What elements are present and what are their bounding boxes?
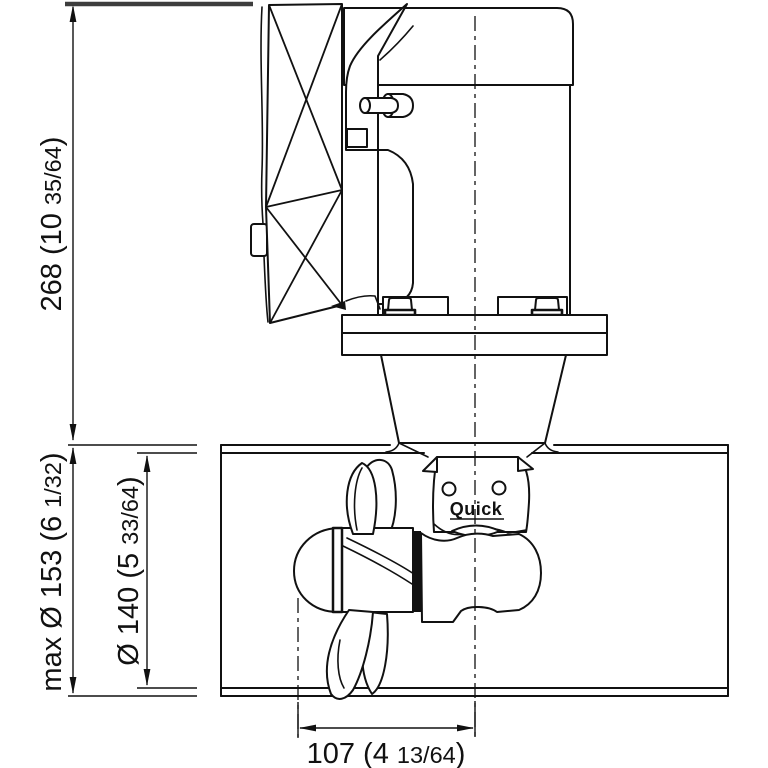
arrowhead-up (143, 455, 151, 472)
motor-pins (359, 93, 414, 118)
leg-flare-right (544, 442, 559, 453)
electronics-cover (250, 3, 381, 324)
drive-leg (380, 354, 567, 458)
blade-twist-line (353, 467, 363, 531)
dim-max-outer-diameter: max Ø 153 (6 1/32) (36, 444, 197, 697)
dimension-annotations: 268 (10 35/64) max Ø 153 (6 1/32) Ø 140 … (36, 5, 476, 768)
cover-panel (265, 3, 343, 324)
mounting-flange (341, 296, 608, 356)
cover-bottom-wedge (331, 301, 346, 310)
propeller-blade-upper-front (345, 462, 378, 535)
propeller (293, 459, 415, 700)
gear-housing-body (420, 532, 542, 623)
pin-small-cap (359, 97, 371, 114)
hatch-line (265, 206, 343, 306)
hub-blade-edge-line (342, 545, 413, 585)
dim-max-outer-diameter-label: max Ø 153 (6 1/32) (36, 452, 68, 691)
gear-bracket: Quick (422, 456, 534, 537)
hub-joint-band (331, 526, 344, 614)
cover-hatch (265, 3, 343, 324)
dim-tunnel-diameter-label: Ø 140 (5 33/64) (113, 476, 145, 665)
hatch-line (269, 189, 343, 324)
propeller-hub (337, 527, 414, 613)
gear-bracket-body (432, 456, 531, 533)
motor-bracket-plate (345, 3, 408, 151)
dim-hub-offset: 107 (4 13/64) (297, 701, 476, 768)
arrowhead-up (69, 447, 77, 464)
motor-mount-base (377, 149, 414, 305)
gear-bracket-wing-right (517, 456, 534, 472)
dim-overall-height: 268 (10 35/64) (36, 5, 77, 441)
hatch-line (265, 3, 343, 208)
bolt-head (534, 297, 560, 311)
flange-bolt-right (530, 297, 564, 317)
hatch-line (265, 189, 343, 208)
arrowhead-down (69, 424, 77, 441)
arrowhead-down (69, 677, 77, 694)
hub-housing-joint (412, 531, 421, 612)
cover-foot-curve (345, 294, 381, 310)
quick-logo: Quick (450, 499, 503, 519)
gear-bracket-wing-left (422, 456, 438, 473)
pin-small (364, 97, 399, 114)
leg-neck-right (526, 442, 546, 458)
arrowhead-up (69, 5, 77, 22)
bolt-head (387, 297, 413, 311)
cover-side-tab (250, 223, 268, 257)
leg-neck-left (398, 442, 429, 458)
terminal-block (346, 128, 368, 148)
arrowhead-down (143, 669, 151, 686)
flange-bolt-left (383, 297, 417, 317)
propeller-nose-cone (293, 527, 339, 613)
blade-twist-line (337, 639, 345, 689)
dim-tunnel-diameter: Ø 140 (5 33/64) (113, 452, 197, 689)
bracket-hole-right (491, 480, 507, 496)
hub-blade-edge-line (346, 537, 415, 575)
gear-housing (412, 531, 542, 623)
dim-hub-offset-label: 107 (4 13/64) (307, 738, 466, 768)
cover-outer-edge-lower (263, 255, 269, 323)
propeller-blade-lower-front (325, 609, 374, 700)
leg-flare-left (385, 442, 400, 453)
dim-overall-height-label: 268 (10 35/64) (36, 137, 68, 312)
hatch-line (268, 4, 343, 191)
bracket-hole-left (441, 481, 457, 497)
arrowhead-right (457, 724, 474, 732)
bracket-inner-curve (379, 25, 414, 61)
leg-trapezoid (380, 354, 567, 444)
motor-assembly (343, 3, 574, 316)
motor-cap (343, 7, 574, 86)
cover-outer-edge-upper (260, 6, 264, 225)
arrowhead-left (299, 724, 316, 732)
